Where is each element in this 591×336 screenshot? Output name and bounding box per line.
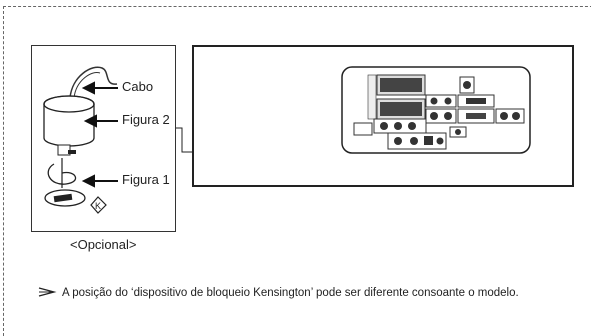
kensington-lock-illustration: K Cabo Figura 2 Figura 1: [31, 45, 176, 232]
caption-opcional: <Opcional>: [70, 237, 137, 252]
dashed-frame: [3, 6, 591, 336]
lock-drawing: K: [43, 66, 118, 214]
tv-rear-panel-illustration: [192, 45, 574, 187]
svg-text:K: K: [95, 201, 101, 211]
label-figura-1: Figura 1: [122, 172, 170, 187]
rear-panel-drawing: [341, 66, 531, 154]
arrow-bullet-icon: [38, 286, 57, 303]
label-figura-2: Figura 2: [122, 112, 170, 127]
note-text: A posição do ‘dispositivo de bloqueio Ke…: [62, 287, 519, 299]
label-cabo: Cabo: [122, 79, 154, 94]
